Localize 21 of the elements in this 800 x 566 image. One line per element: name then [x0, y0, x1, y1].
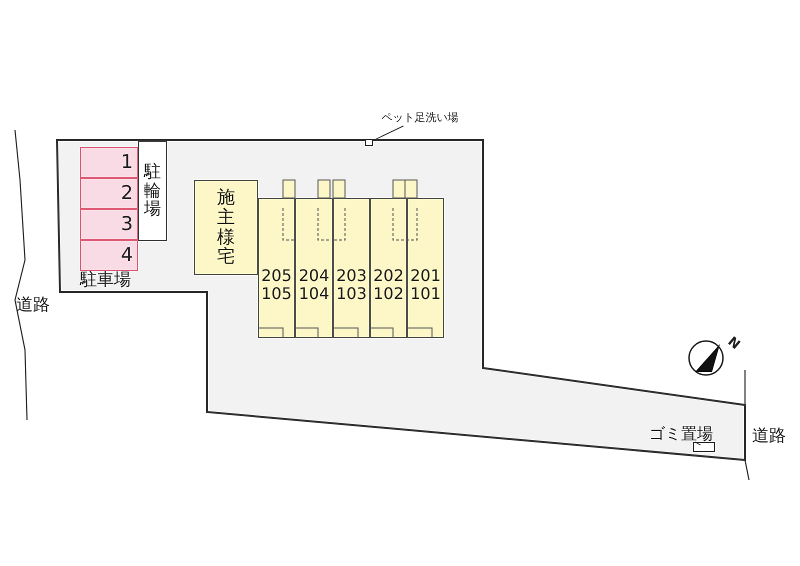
area-label: N [724, 333, 744, 355]
small-square-marker [693, 442, 715, 452]
parking-space: 2 [80, 178, 138, 209]
leader-line [694, 442, 701, 446]
area-label: 道路 [752, 425, 786, 448]
parking-space: 3 [80, 209, 138, 240]
area-label: 駐車場 [80, 269, 131, 292]
small-square-marker [365, 139, 373, 146]
place-label: ペット足洗い場 [382, 110, 458, 126]
area-label: 道路 [16, 294, 50, 317]
apartment-unit: 204 104 [295, 198, 333, 338]
leader-line [372, 126, 404, 142]
apartment-unit: 205 105 [258, 198, 295, 338]
parking-space: 1 [80, 147, 138, 178]
owner-house: 施主様宅 [194, 180, 258, 275]
apartment-unit: 201 101 [407, 198, 444, 338]
bicycle-parking: 駐輪場 [138, 141, 167, 241]
apartment-unit: 203 103 [333, 198, 370, 338]
parking-space: 4 [80, 240, 138, 271]
place-label: ゴミ置場 [649, 423, 713, 445]
apartment-unit: 202 102 [370, 198, 407, 338]
